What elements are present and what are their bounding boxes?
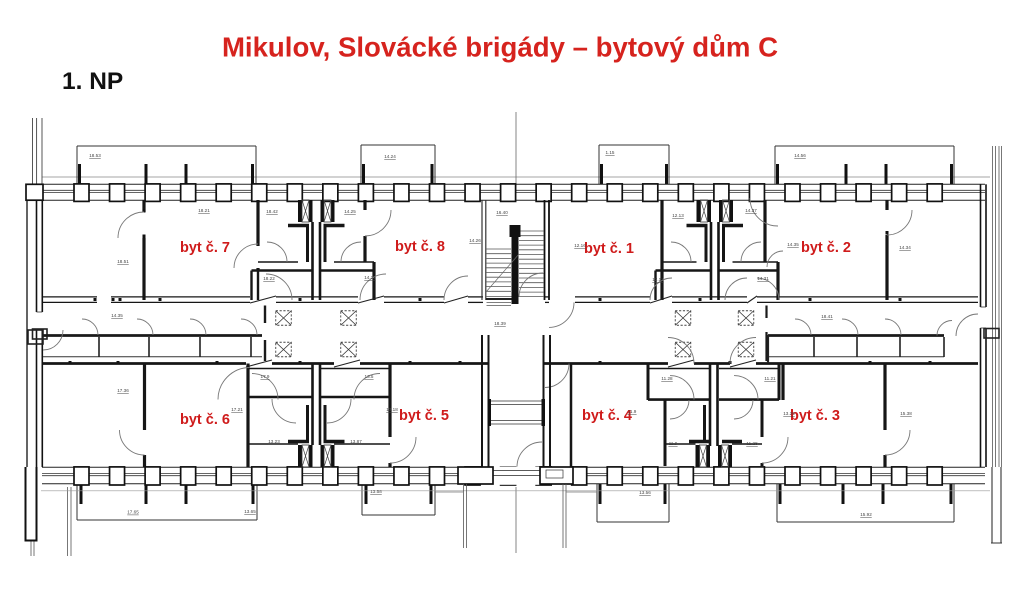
svg-text:14.25: 14.25 [344,209,356,214]
svg-text:byt č. 1: byt č. 1 [584,241,634,257]
svg-text:11.21: 11.21 [764,376,776,381]
svg-text:14.35: 14.35 [787,242,799,247]
svg-text:14.24: 14.24 [364,275,376,280]
svg-text:13.87: 13.87 [350,439,362,444]
svg-text:13.23: 13.23 [268,439,280,444]
svg-text:Mikulov, Slovácké brigády – by: Mikulov, Slovácké brigády – bytový dům C [222,32,778,63]
svg-text:18.39: 18.39 [494,321,506,326]
svg-text:18.21: 18.21 [198,208,210,213]
svg-text:1.15: 1.15 [606,150,615,155]
svg-text:17.65: 17.65 [127,510,139,515]
svg-text:byt č. 8: byt č. 8 [395,239,445,255]
svg-text:13.58: 13.58 [370,489,382,494]
svg-text:18.22: 18.22 [263,276,275,281]
svg-text:11.9: 11.9 [628,409,637,414]
svg-text:15.92: 15.92 [860,512,872,517]
svg-text:byt č. 5: byt č. 5 [399,408,449,424]
svg-text:17.36: 17.36 [117,388,129,393]
svg-text:byt č. 4: byt č. 4 [582,408,632,424]
svg-text:11.28: 11.28 [661,376,673,381]
svg-text:14.56: 14.56 [794,153,806,158]
svg-text:18.53: 18.53 [89,153,101,158]
svg-text:14.31: 14.31 [757,276,769,281]
svg-text:11.28: 11.28 [746,441,758,446]
svg-text:13.18: 13.18 [386,407,398,412]
svg-text:18.42: 18.42 [266,209,278,214]
svg-text:13.29: 13.29 [783,411,795,416]
svg-text:16.40: 16.40 [496,210,508,215]
svg-text:13.56: 13.56 [639,490,651,495]
svg-text:11.9: 11.9 [669,441,678,446]
svg-text:17.21: 17.21 [231,407,243,412]
svg-text:13.5: 13.5 [365,374,374,379]
svg-text:14.26: 14.26 [469,238,481,243]
svg-text:13.65: 13.65 [244,509,256,514]
svg-text:14.37: 14.37 [745,208,757,213]
svg-text:14.24: 14.24 [384,154,396,159]
svg-text:18.41: 18.41 [821,314,833,319]
svg-text:12.16: 12.16 [574,243,586,248]
svg-text:15.38: 15.38 [900,411,912,416]
svg-text:byt č. 2: byt č. 2 [801,240,851,256]
svg-text:byt č. 6: byt č. 6 [180,412,230,428]
svg-text:byt č. 7: byt č. 7 [180,240,230,256]
svg-text:1. NP: 1. NP [62,68,123,95]
svg-text:byt č. 3: byt č. 3 [790,408,840,424]
svg-text:12.13: 12.13 [672,213,684,218]
svg-text:12.12: 12.12 [652,277,664,282]
svg-text:14.35: 14.35 [111,313,123,318]
svg-text:18.51: 18.51 [117,259,129,264]
svg-text:14.34: 14.34 [899,245,911,250]
svg-text:17.9: 17.9 [261,374,270,379]
